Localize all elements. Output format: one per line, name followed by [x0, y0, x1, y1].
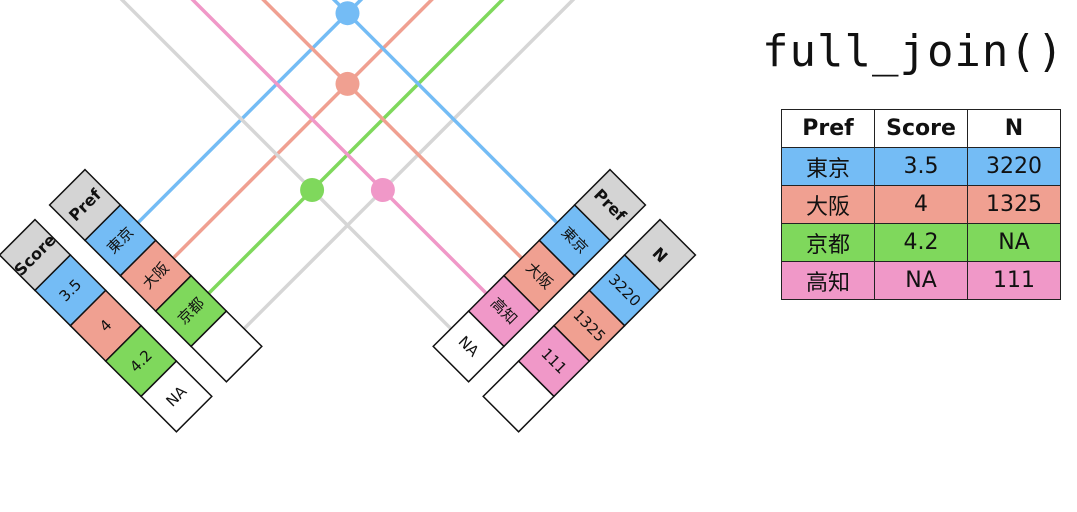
left-row-line	[136, 0, 364, 224]
result-header-row: Pref Score N	[781, 109, 1061, 148]
right-cell-pref-bg	[432, 310, 505, 383]
match-dot-tokyo	[335, 1, 360, 26]
right-row-line	[331, 0, 559, 224]
result-cell: 3.5	[874, 147, 968, 186]
left-cell-score-bg	[140, 360, 213, 433]
result-cell: 高知	[781, 261, 875, 300]
match-dots	[300, 1, 395, 202]
function-title: full_join()	[762, 26, 1065, 77]
result-cell: 京都	[781, 223, 875, 262]
connector-lines	[119, 0, 576, 330]
left-cell-pref-bg	[190, 310, 263, 383]
result-cell: 大阪	[781, 185, 875, 224]
result-cell: 111	[967, 261, 1061, 300]
result-header-n: N	[967, 109, 1061, 148]
right-row-line	[261, 0, 523, 260]
left-row-line	[207, 0, 505, 295]
right-row-line	[190, 0, 488, 295]
right-row-line	[119, 0, 453, 330]
result-cell: 1325	[967, 185, 1061, 224]
right-cell-n-bg	[482, 360, 555, 433]
left-row-line	[242, 0, 576, 330]
match-dot-kyoto	[300, 178, 325, 202]
result-cell: NA	[874, 261, 968, 300]
result-cell: 3220	[967, 147, 1061, 186]
left-row-line	[172, 0, 434, 260]
result-cell: 東京	[781, 147, 875, 186]
result-header-score: Score	[874, 109, 968, 148]
result-cell: 4.2	[874, 223, 968, 262]
result-header-pref: Pref	[781, 109, 875, 148]
result-cell: NA	[967, 223, 1061, 262]
match-dot-kochi	[370, 178, 395, 202]
match-dot-osaka	[335, 71, 360, 96]
result-cell: 4	[874, 185, 968, 224]
